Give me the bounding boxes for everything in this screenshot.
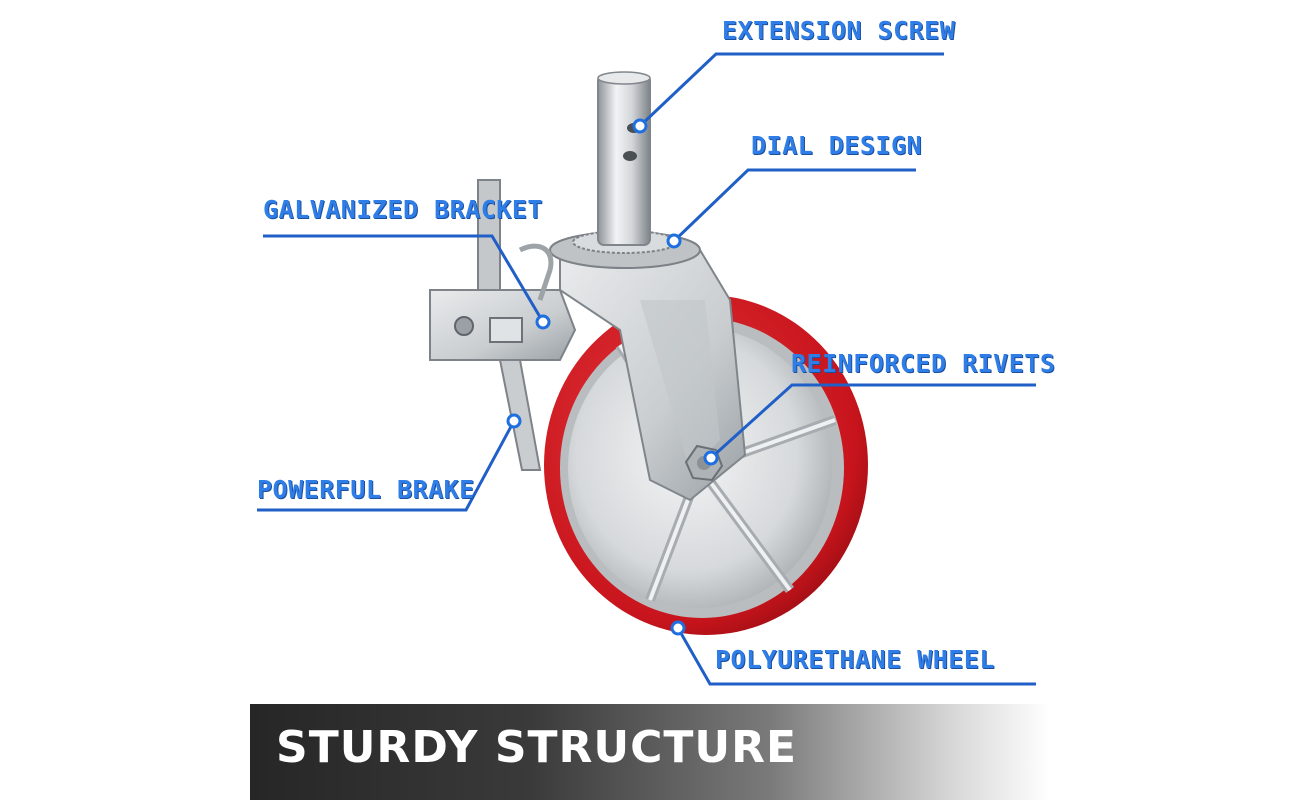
label-powerful-brake: POWERFUL BRAKE [257,475,475,504]
label-extension-screw: EXTENSION SCREW [722,16,956,45]
label-reinforced-rivets: REINFORCED RIVETS [791,349,1056,378]
callout-dots [506,118,719,636]
label-galvanized-bracket: GALVANIZED BRACKET [263,195,543,224]
fork-yoke [559,249,747,502]
label-polyurethane-wheel: POLYURETHANE WHEEL [715,645,995,674]
leader-lines [257,52,1036,686]
banner-title: STURDY STRUCTURE [276,722,798,773]
title-banner [250,704,1050,800]
extension-screw-stem [597,71,651,246]
label-dial-design: DIAL DESIGN [751,131,923,160]
powerful-brake-dot [506,413,522,429]
galvanized-bracket [429,179,577,361]
polyurethane-wheel-dot [670,620,686,636]
extension-screw-dot [632,118,648,134]
reinforced-rivets-dot [703,450,719,466]
dial-design-dot [666,233,682,249]
brake-lever [498,243,554,471]
galvanized-bracket-dot [535,314,551,330]
